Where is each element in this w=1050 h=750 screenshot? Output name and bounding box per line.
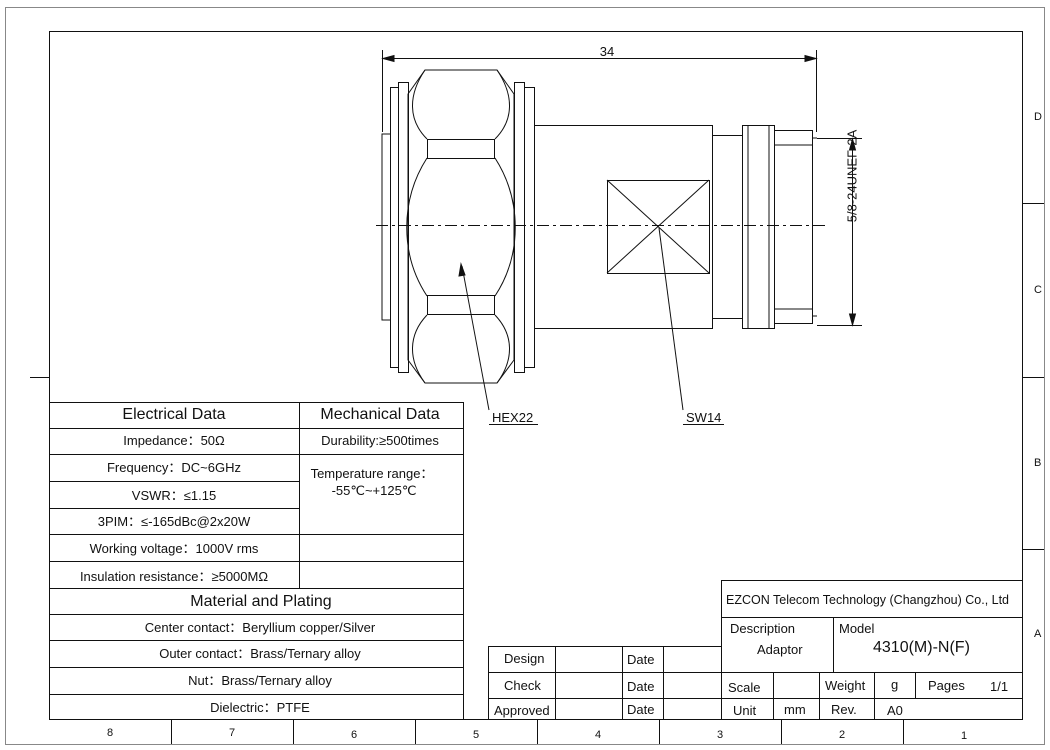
sheet-border bbox=[5, 7, 1045, 745]
sw-callout: SW14 bbox=[686, 410, 722, 425]
zone-column-5: 5 bbox=[472, 729, 480, 741]
signoff-grid bbox=[488, 646, 722, 720]
zone-column-8: 8 bbox=[106, 727, 114, 739]
approved-date-label: Date bbox=[627, 702, 655, 717]
pages-label: Pages bbox=[928, 678, 965, 693]
center-contact-value: Center contact：Beryllium copper/Silver bbox=[144, 620, 376, 635]
temperature-range-value: -55℃~+125℃ bbox=[331, 483, 417, 498]
design-date-label: Date bbox=[627, 652, 655, 667]
unit-label: Unit bbox=[733, 703, 757, 718]
zone-column-4: 4 bbox=[594, 729, 602, 741]
zone-column-2: 2 bbox=[838, 729, 846, 741]
scale-label: Scale bbox=[728, 680, 761, 695]
right-zone-ticks bbox=[1022, 203, 1044, 550]
titleblock-grid bbox=[721, 580, 1022, 720]
check-label: Check bbox=[504, 678, 541, 693]
pim-value: 3PIM：≤-165dBc@2x20W bbox=[97, 514, 251, 529]
company-name: EZCON Telecom Technology (Changzhou) Co.… bbox=[726, 593, 1010, 607]
model-label: Model bbox=[839, 621, 875, 636]
dielectric-value: Dielectric：PTFE bbox=[210, 700, 310, 715]
zone-row-a: A bbox=[1034, 628, 1042, 640]
durability-value: Durability:≥500times bbox=[321, 433, 439, 448]
insulation-resistance-value: Insulation resistance：≥5000MΩ bbox=[79, 569, 269, 584]
zone-column-3: 3 bbox=[716, 729, 724, 741]
approved-label: Approved bbox=[494, 703, 550, 718]
unit-value: mm bbox=[784, 702, 806, 717]
rev-label: Rev. bbox=[831, 702, 857, 717]
zone-row-d: D bbox=[1034, 111, 1042, 123]
frequency-value: Frequency：DC~6GHz bbox=[106, 460, 242, 475]
weight-unit: g bbox=[891, 677, 899, 692]
material-plating-header: Material and Plating bbox=[190, 593, 332, 610]
weight-label: Weight bbox=[825, 678, 866, 693]
rev-value: A0 bbox=[887, 703, 903, 718]
zone-column-7: 7 bbox=[228, 727, 236, 739]
outer-contact-value: Outer contact：Brass/Ternary alloy bbox=[159, 646, 361, 661]
description-label: Description bbox=[730, 621, 796, 636]
zone-column-1: 1 bbox=[960, 730, 968, 742]
model-value: 4310(M)-N(F) bbox=[873, 639, 970, 656]
nut-value: Nut：Brass/Ternary alloy bbox=[188, 673, 332, 688]
bottom-zone-ticks bbox=[171, 719, 904, 744]
thread-spec-label: 5/8-24UNEF-2A bbox=[844, 129, 860, 223]
impedance-value: Impedance：50Ω bbox=[123, 433, 225, 448]
drawing-frame bbox=[49, 31, 1023, 720]
working-voltage-value: Working voltage：1000V rms bbox=[89, 541, 259, 556]
zone-row-c: C bbox=[1034, 284, 1042, 296]
connector-drawing bbox=[376, 50, 862, 425]
design-label: Design bbox=[504, 651, 545, 666]
pages-value: 1/1 bbox=[990, 679, 1009, 694]
zone-column-6: 6 bbox=[350, 729, 358, 741]
hex-callout: HEX22 bbox=[492, 410, 534, 425]
check-date-label: Date bbox=[627, 679, 655, 694]
description-value: Adaptor bbox=[757, 642, 803, 657]
mechanical-data-header: Mechanical Data bbox=[320, 406, 440, 423]
zone-row-b: B bbox=[1034, 457, 1042, 469]
spec-table-grid bbox=[49, 402, 464, 720]
electrical-data-header: Electrical Data bbox=[122, 406, 226, 423]
vswr-value: VSWR：≤1.15 bbox=[131, 488, 217, 503]
overall-length-dimension: 34 bbox=[599, 44, 615, 59]
temperature-range-label: Temperature range： bbox=[310, 466, 434, 481]
